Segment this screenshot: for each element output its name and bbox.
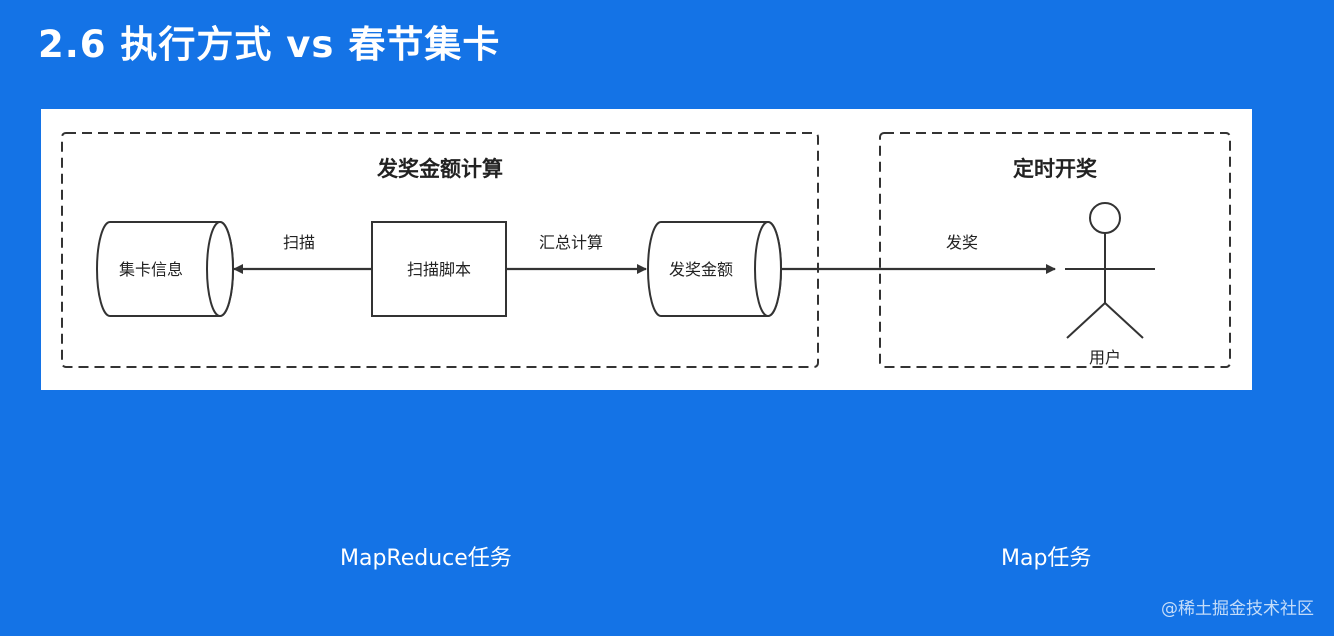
edge-aggregate-label: 汇总计算	[539, 233, 603, 252]
slide-title: 2.6 执行方式 vs 春节集卡	[38, 23, 501, 66]
group-calc-label: 发奖金额计算	[376, 157, 503, 181]
node-card-info: 集卡信息	[96, 221, 234, 317]
edge-scan-label: 扫描	[283, 233, 315, 252]
node-user-label: 用户	[1089, 348, 1121, 367]
flow-diagram: 发奖金额计算 定时开奖 集卡信息 扫描脚本 发奖金额 扫描 汇	[61, 132, 1231, 368]
edge-scan: 扫描	[233, 233, 372, 274]
user-actor-icon	[1065, 202, 1155, 339]
node-prize-amount-label: 发奖金额	[669, 260, 733, 279]
node-prize-amount: 发奖金额	[647, 221, 782, 317]
group-draw-frame	[879, 132, 1231, 368]
edge-aggregate: 汇总计算	[506, 233, 647, 274]
node-card-info-label: 集卡信息	[119, 260, 183, 279]
diagram-panel: 发奖金额计算 定时开奖 集卡信息 扫描脚本 发奖金额 扫描 汇	[41, 109, 1252, 390]
caption-map: Map任务	[1001, 546, 1092, 571]
edge-award: 发奖	[781, 233, 1056, 274]
caption-mapreduce: MapReduce任务	[340, 546, 512, 571]
node-user: 用户	[1065, 202, 1155, 367]
edge-award-label: 发奖	[946, 233, 978, 252]
group-calc-frame	[61, 132, 819, 368]
group-draw-label: 定时开奖	[1013, 157, 1098, 181]
source-watermark: @稀土掘金技术社区	[1161, 599, 1314, 619]
node-scan-script: 扫描脚本	[371, 221, 507, 317]
node-scan-script-label: 扫描脚本	[407, 260, 471, 279]
